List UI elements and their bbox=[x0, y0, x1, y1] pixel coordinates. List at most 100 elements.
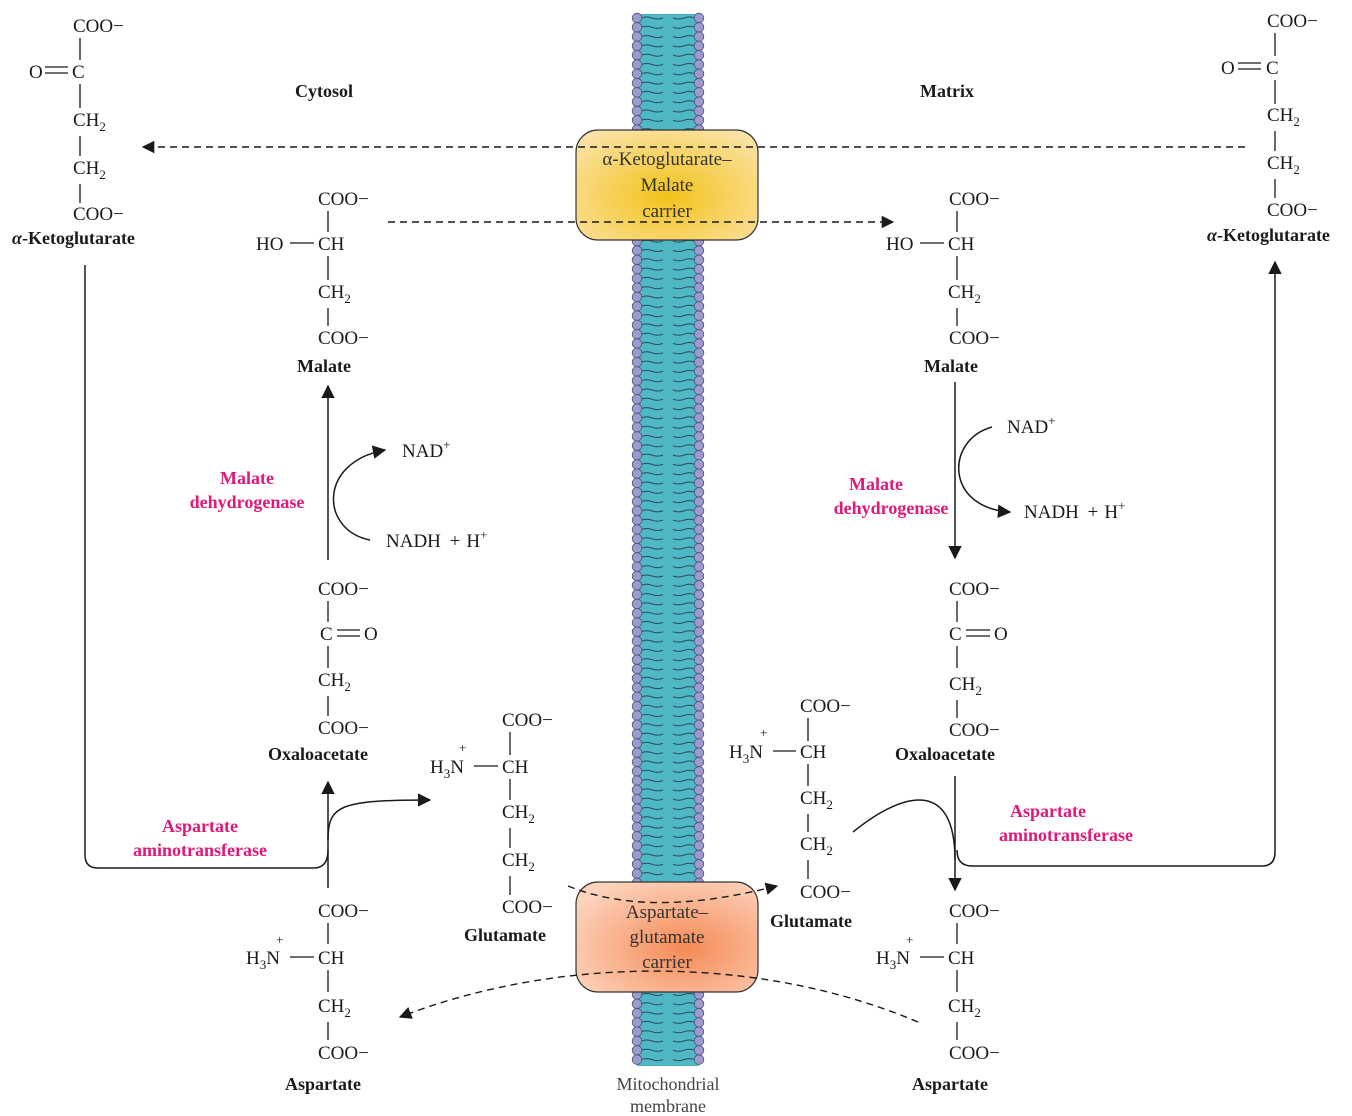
h3n-group: H3N bbox=[430, 757, 464, 781]
lipid-tail bbox=[672, 425, 696, 429]
lipid-head bbox=[631, 998, 643, 1010]
lipid-head bbox=[693, 375, 705, 386]
lipid-head bbox=[631, 673, 643, 684]
lipid-head bbox=[693, 570, 705, 582]
lipid-head bbox=[631, 12, 643, 24]
lipid-head bbox=[693, 561, 705, 572]
lipid-head bbox=[693, 282, 705, 293]
lipid-tail bbox=[640, 621, 664, 624]
lipid-head bbox=[693, 50, 705, 61]
aspartate-export-arrow bbox=[398, 970, 919, 1023]
glutamate-matrix-structure: COO− + H3N CH CH2 CH2 COO− Glutamate bbox=[729, 696, 852, 931]
lipid-tail bbox=[672, 769, 696, 773]
lipid-tail bbox=[640, 1002, 664, 1006]
lipid-tail bbox=[672, 53, 696, 57]
lipid-head bbox=[631, 1035, 643, 1047]
lipid-tail bbox=[640, 779, 664, 783]
lipid-tail bbox=[640, 258, 664, 262]
lipid-tail bbox=[640, 360, 664, 364]
nadh-to-nad-cytosol-arrow bbox=[332, 445, 387, 541]
lipid-tail bbox=[672, 435, 696, 438]
lipid-tail bbox=[672, 323, 696, 327]
lipid-head bbox=[631, 701, 643, 712]
lipid-tail bbox=[672, 369, 696, 373]
lipid-tail bbox=[640, 462, 664, 466]
malate-cytosol-label: Malate bbox=[297, 356, 351, 376]
lipid-tail bbox=[640, 351, 664, 355]
lipid-head bbox=[693, 738, 705, 749]
lipid-tail bbox=[672, 825, 696, 829]
lipid-head bbox=[693, 384, 705, 396]
lipid-tail bbox=[672, 593, 696, 597]
oxaloacetate-matrix-structure: COO− C O CH2 COO− Oxaloacetate bbox=[895, 579, 1008, 764]
lipid-head bbox=[631, 654, 643, 665]
lipid-tail bbox=[640, 472, 664, 476]
membrane-caption-line-2: membrane bbox=[630, 1096, 706, 1116]
ch2-group: CH2 bbox=[502, 850, 535, 874]
lipid-tail bbox=[640, 593, 664, 597]
lipid-tail bbox=[640, 565, 664, 569]
plus-charge: + bbox=[760, 725, 767, 740]
lipid-tail bbox=[672, 676, 696, 680]
lipid-head bbox=[631, 31, 643, 42]
lipid-tail bbox=[640, 686, 664, 690]
lipid-head bbox=[631, 68, 643, 80]
lipid-head bbox=[631, 561, 643, 572]
lipid-tail bbox=[672, 72, 696, 76]
lipid-head bbox=[693, 589, 705, 600]
lipid-head bbox=[631, 570, 643, 582]
lipid-head bbox=[693, 617, 705, 628]
lipid-tail bbox=[672, 537, 696, 541]
lipid-head bbox=[693, 496, 705, 507]
mdh-matrix-line-1: Malate bbox=[849, 474, 903, 494]
lipid-head bbox=[693, 366, 705, 377]
lipid-tail bbox=[672, 1030, 696, 1034]
ast-cytosol-line-2: aminotransferase bbox=[133, 840, 267, 860]
lipid-tail bbox=[672, 1039, 696, 1043]
lipid-tail bbox=[640, 416, 664, 420]
lipid-tail bbox=[640, 63, 664, 66]
lipid-head bbox=[631, 682, 643, 693]
akg-cytosol-label: α-Ketoglutarate bbox=[12, 228, 135, 248]
lipid-tail bbox=[672, 518, 696, 522]
lipid-head bbox=[693, 356, 705, 368]
lipid-tail bbox=[640, 1011, 664, 1015]
lipid-head bbox=[631, 608, 643, 619]
lipid-head bbox=[693, 747, 705, 758]
lipid-head bbox=[693, 1017, 705, 1028]
lipid-tail bbox=[672, 695, 696, 699]
nadh-cytosol: NADH +H+ bbox=[386, 527, 487, 552]
lipid-head bbox=[693, 87, 705, 98]
lipid-tail bbox=[640, 872, 664, 876]
lipid-head bbox=[631, 449, 643, 461]
lipid-head bbox=[631, 617, 643, 628]
ast-cytosol-line-1: Aspartate bbox=[162, 816, 238, 836]
akg-matrix-return-arrow bbox=[956, 260, 1282, 867]
lipid-head bbox=[693, 821, 705, 833]
lipid-tail bbox=[672, 639, 696, 643]
lipid-head bbox=[693, 440, 705, 452]
lipid-head bbox=[693, 719, 705, 731]
lipid-tail bbox=[672, 583, 696, 587]
enzyme-labels: Malate dehydrogenase Malate dehydrogenas… bbox=[133, 468, 1133, 860]
lipid-head bbox=[631, 505, 643, 517]
ch2-group: CH2 bbox=[318, 670, 351, 694]
lipid-tail bbox=[640, 844, 664, 848]
lipid-tail bbox=[640, 834, 664, 838]
lipid-tail bbox=[640, 379, 664, 383]
lipid-tail bbox=[672, 490, 696, 494]
lipid-head bbox=[631, 821, 643, 833]
lipid-head bbox=[693, 487, 705, 498]
lipid-head bbox=[693, 96, 705, 107]
lipid-tail bbox=[640, 751, 664, 755]
transport-arrows bbox=[141, 140, 1245, 1023]
lipid-tail bbox=[640, 667, 664, 671]
lipid-tail bbox=[672, 779, 696, 783]
lipid-tail bbox=[640, 500, 664, 504]
lipid-head bbox=[631, 803, 643, 814]
lipid-tail bbox=[640, 109, 664, 113]
ch-group: CH bbox=[948, 234, 975, 255]
lipid-tail bbox=[672, 1058, 696, 1062]
ch2-group: CH2 bbox=[1267, 153, 1300, 177]
lipid-tail bbox=[640, 314, 664, 318]
